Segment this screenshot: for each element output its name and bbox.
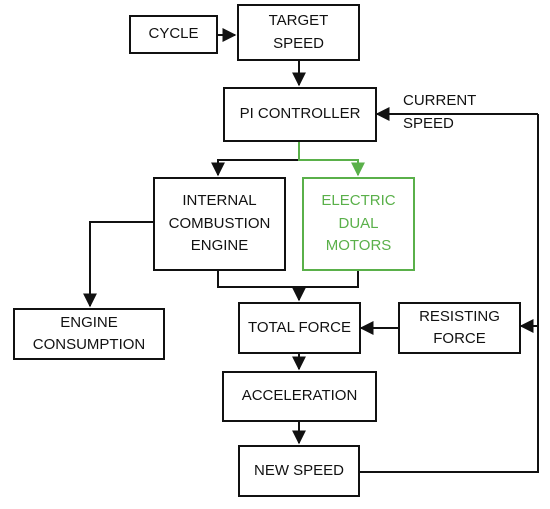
acceleration-box: ACCELERATION xyxy=(222,371,377,422)
current-speed-label: CURRENT SPEED xyxy=(403,92,477,132)
pi-controller-label: PI CONTROLLER xyxy=(239,105,361,123)
electric-motors-label: ELECTRIC DUAL MOTORS xyxy=(321,192,396,255)
engine-consumption-box: ENGINE CONSUMPTION xyxy=(13,308,165,360)
total-force-label: TOTAL FORCE xyxy=(247,318,352,336)
arrow-pi-to-ice xyxy=(211,142,300,177)
ice-label: INTERNAL COMBUSTION ENGINE xyxy=(168,192,271,255)
cycle-box: CYCLE xyxy=(129,15,218,54)
engine-consumption-label: ENGINE CONSUMPTION xyxy=(32,313,146,354)
new-speed-label: NEW SPEED xyxy=(253,461,344,479)
feedback-line xyxy=(360,114,539,473)
arrow-pi-to-motors xyxy=(298,142,365,177)
pi-controller-box: PI CONTROLLER xyxy=(223,87,377,142)
resisting-force-label: RESISTING FORCE xyxy=(419,307,500,348)
arrow-ice-to-consumption xyxy=(83,221,153,308)
cycle-label: CYCLE xyxy=(148,25,199,43)
new-speed-box: NEW SPEED xyxy=(238,445,360,497)
electric-motors-box: ELECTRIC DUAL MOTORS xyxy=(302,177,415,271)
acceleration-label: ACCELERATION xyxy=(241,387,358,405)
target-speed-box: TARGET SPEED xyxy=(237,4,360,61)
arrow-motors-to-total xyxy=(299,271,359,288)
arrow-ice-to-total xyxy=(217,271,299,288)
target-speed-label: TARGET SPEED xyxy=(268,12,329,52)
total-force-box: TOTAL FORCE xyxy=(238,302,361,354)
ice-box: INTERNAL COMBUSTION ENGINE xyxy=(153,177,286,271)
resisting-force-box: RESISTING FORCE xyxy=(398,302,521,354)
